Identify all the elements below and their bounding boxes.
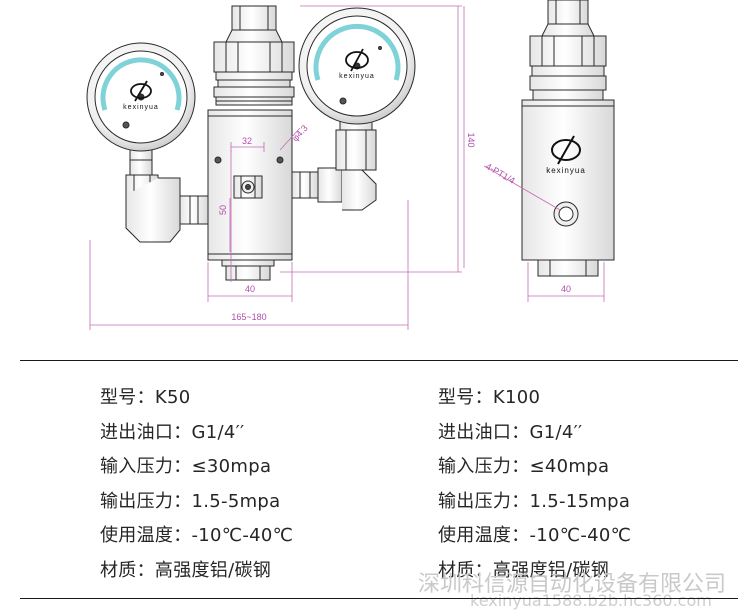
spec-row-k100: 材质：高强度铝/碳钢	[438, 556, 609, 582]
spec-label: 输出压力：	[438, 490, 530, 512]
outlet-nut	[233, 175, 263, 199]
dim-hole-diameter: φ4.3	[290, 123, 310, 143]
spec-row-k50: 输入压力：≤30mpa	[100, 452, 271, 478]
watermark-company: 深圳科信源自动化设备有限公司	[418, 572, 727, 597]
side-dimensions	[463, 6, 605, 302]
spec-row-k50: 材质：高强度铝/碳钢	[100, 556, 271, 582]
spec-label: 输入压力：	[100, 456, 192, 477]
technical-drawing: kexinyua kexinyua 32 φ4.3 50 40 165~180 …	[86, 0, 615, 330]
front-view	[86, 5, 416, 281]
svg-text:kexinyua: kexinyua	[123, 104, 159, 111]
bottom-divider	[20, 598, 738, 599]
spec-value: G1/4′′	[191, 421, 245, 443]
left-pressure-gauge	[86, 42, 196, 161]
spec-row-k100: 输入压力：≤40mpa	[438, 452, 609, 478]
brand-logo-left: kexinyua	[123, 80, 159, 111]
side-view	[521, 0, 615, 277]
spec-row-k50: 进出油口：G1/4′′	[100, 418, 244, 444]
spec-value: ≤40mpa	[529, 456, 610, 477]
spec-row-k50: 输出压力：1.5-5mpa	[100, 487, 280, 513]
spec-label: 进出油口：	[100, 421, 192, 443]
dim-port-thread: 4-PT1/4	[484, 161, 517, 186]
spec-label: 进出油口：	[438, 421, 530, 443]
right-pressure-gauge	[298, 7, 416, 125]
top-divider	[20, 360, 738, 361]
spec-row-k100: 进出油口：G1/4′′	[438, 418, 582, 444]
adjust-cap	[213, 5, 295, 106]
spec-value: 高强度铝/碳钢	[492, 559, 610, 581]
front-dimensions	[89, 5, 462, 330]
dim-center-spacing: 32	[242, 136, 252, 146]
spec-row-k100: 型号：K100	[438, 383, 540, 409]
svg-text:kexinyua: kexinyua	[546, 166, 586, 175]
spec-label: 型号：	[100, 387, 155, 408]
spec-label: 型号：	[438, 387, 493, 408]
dim-body-width-front: 40	[245, 284, 255, 294]
dim-body-width-side: 40	[561, 284, 571, 294]
svg-text:kexinyua: kexinyua	[339, 73, 375, 80]
spec-label: 材质：	[100, 559, 155, 581]
spec-row-k100: 使用温度：-10℃-40℃	[438, 521, 631, 547]
brand-logo-right: kexinyua	[339, 48, 375, 80]
spec-value: K50	[154, 387, 191, 408]
right-elbow	[291, 119, 377, 211]
spec-value: -10℃-40℃	[191, 525, 294, 546]
spec-label: 材质：	[438, 559, 493, 581]
brand-logo-side: kexinyua	[546, 135, 586, 175]
spec-row-k100: 输出压力：1.5-15mpa	[438, 487, 630, 513]
watermark-site: kexinyua1588.b2b.hc360.com	[470, 591, 712, 610]
spec-value: 1.5-5mpa	[191, 490, 281, 512]
dim-overall-length: 165~180	[231, 312, 266, 322]
spec-label: 输入压力：	[438, 456, 530, 477]
dim-overall-height: 140	[466, 132, 476, 147]
spec-label: 使用温度：	[100, 525, 192, 546]
spec-value: 高强度铝/碳钢	[154, 559, 272, 581]
spec-label: 输出压力：	[100, 490, 192, 512]
spec-label: 使用温度：	[438, 525, 530, 546]
left-elbow	[125, 157, 209, 243]
spec-value: -10℃-40℃	[529, 525, 632, 546]
spec-value: K100	[492, 387, 541, 408]
spec-value: G1/4′′	[529, 421, 583, 443]
spec-value: 1.5-15mpa	[529, 490, 631, 512]
spec-row-k50: 使用温度：-10℃-40℃	[100, 521, 293, 547]
spec-row-k50: 型号：K50	[100, 383, 191, 409]
side-body	[521, 99, 615, 261]
spec-value: ≤30mpa	[191, 456, 272, 477]
dim-body-height: 50	[218, 205, 228, 215]
